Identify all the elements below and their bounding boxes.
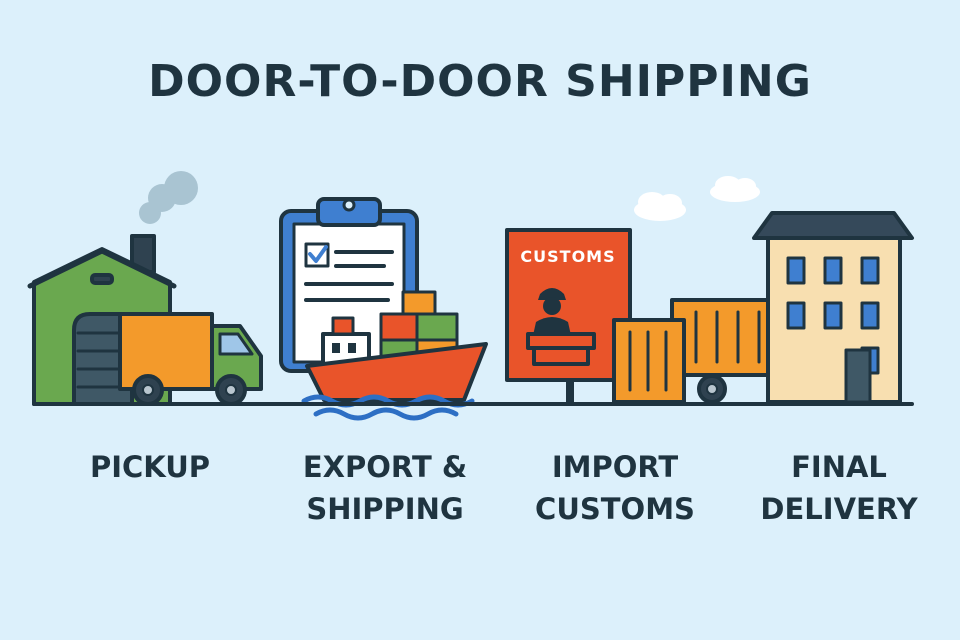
customs-sign-text: CUSTOMS bbox=[520, 247, 615, 266]
checkbox-icon bbox=[304, 242, 330, 268]
page-title: DOOR-TO-DOOR SHIPPING bbox=[148, 56, 812, 107]
smoke-icon bbox=[139, 171, 198, 224]
cargo-ship-icon bbox=[301, 290, 488, 421]
step-label-import-customs: IMPORT CUSTOMS bbox=[535, 450, 695, 526]
cloud-icon bbox=[710, 176, 760, 202]
step-label-export-shipping: EXPORT & SHIPPING bbox=[302, 450, 468, 526]
warehouse-icon bbox=[27, 171, 198, 406]
step-label-final-delivery: FINAL DELIVERY bbox=[760, 450, 918, 526]
cloud-icon bbox=[634, 192, 686, 221]
step-label-pickup: PICKUP bbox=[89, 450, 211, 484]
customs-sign-icon: CUSTOMS bbox=[505, 228, 632, 402]
apartment-building-icon bbox=[752, 211, 914, 404]
delivery-truck-icon bbox=[118, 312, 263, 406]
